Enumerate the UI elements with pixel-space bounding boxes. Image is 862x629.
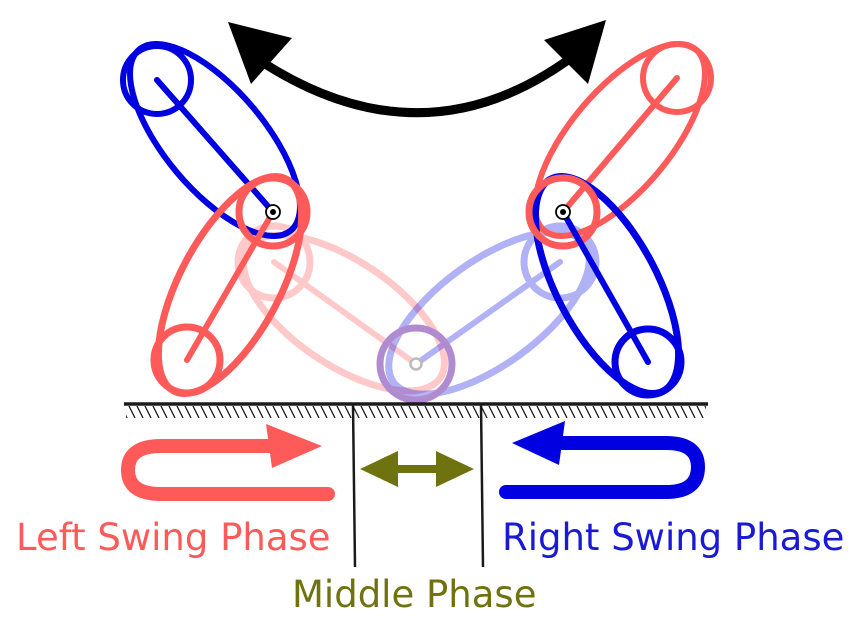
phase-divider-left bbox=[351, 404, 357, 568]
right-swing-phase-label: Right Swing Phase bbox=[502, 516, 845, 559]
left-loop-arrow-icon bbox=[121, 424, 335, 501]
right-loop-arrow-icon bbox=[499, 421, 705, 499]
middle-phase-label: Middle Phase bbox=[292, 573, 537, 616]
ground bbox=[124, 402, 708, 418]
middle-leg-blue-faded bbox=[376, 222, 600, 404]
left-pivot bbox=[265, 204, 281, 220]
right-lower-leg-blue bbox=[525, 172, 685, 399]
right-pivot bbox=[555, 204, 571, 220]
middle-pivot bbox=[409, 357, 423, 371]
phase-divider-right bbox=[479, 404, 485, 568]
left-upper-leg-blue bbox=[120, 41, 303, 239]
right-upper-leg-red bbox=[532, 41, 714, 239]
left-swing-phase-label: Left Swing Phase bbox=[16, 516, 331, 559]
middle-double-arrow-icon bbox=[360, 451, 474, 487]
swing-double-arrow bbox=[228, 20, 606, 118]
middle-leg-pink-faded bbox=[234, 222, 456, 404]
left-lower-leg-red bbox=[150, 172, 311, 398]
